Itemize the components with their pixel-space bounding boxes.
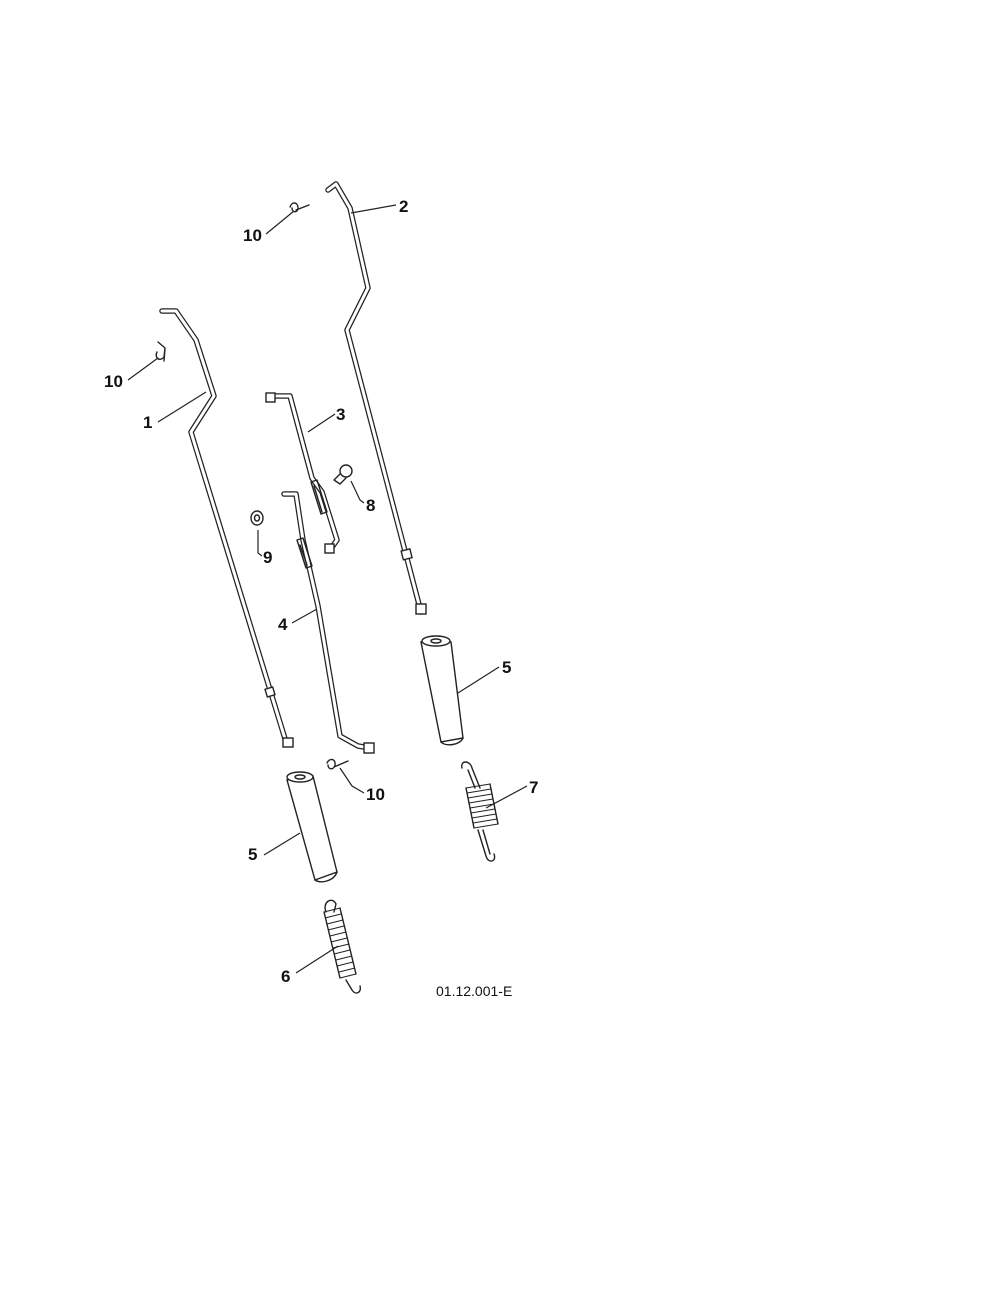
leader-8 [350,480,365,504]
clip-10-left [155,341,166,362]
callout-8: 8 [366,496,375,515]
sleeve-5-left [286,771,338,883]
callout-1: 1 [143,413,152,432]
leader-3 [307,413,336,433]
callout-2: 2 [399,197,408,216]
callout-5a: 5 [502,658,511,677]
leader-5a [457,666,500,694]
bolt-8 [333,464,353,485]
leader-1 [157,391,207,423]
spring-7 [461,761,499,862]
sleeve-5-right [420,635,464,746]
leader-lines [127,204,528,974]
link-3 [265,392,340,554]
leader-2 [350,204,397,214]
rod-1 [159,308,294,748]
clip-10-bottom [326,758,349,770]
callout-10a: 10 [243,226,262,245]
leader-10c [339,767,365,794]
leader-4 [291,608,318,624]
nut-9 [250,510,264,526]
callout-7: 7 [529,778,538,797]
drawing-code: 01.12.001-E [436,983,512,999]
callout-5b: 5 [248,845,257,864]
leader-9 [257,530,263,557]
leader-6 [295,945,339,974]
leader-10b [127,357,159,381]
leader-7 [485,785,528,809]
callout-10c: 10 [366,785,385,804]
leader-10a [265,210,295,235]
rod-2 [325,181,427,615]
clip-10-top [289,202,310,213]
callouts: 1 2 3 4 5 5 6 7 8 9 10 10 10 [104,197,538,986]
callout-6: 6 [281,967,290,986]
leader-5b [263,832,301,856]
callout-4: 4 [278,615,288,634]
link-4 [281,491,375,754]
spring-6 [323,899,362,994]
callout-3: 3 [336,405,345,424]
callout-9: 9 [263,548,272,567]
callout-10b: 10 [104,372,123,391]
